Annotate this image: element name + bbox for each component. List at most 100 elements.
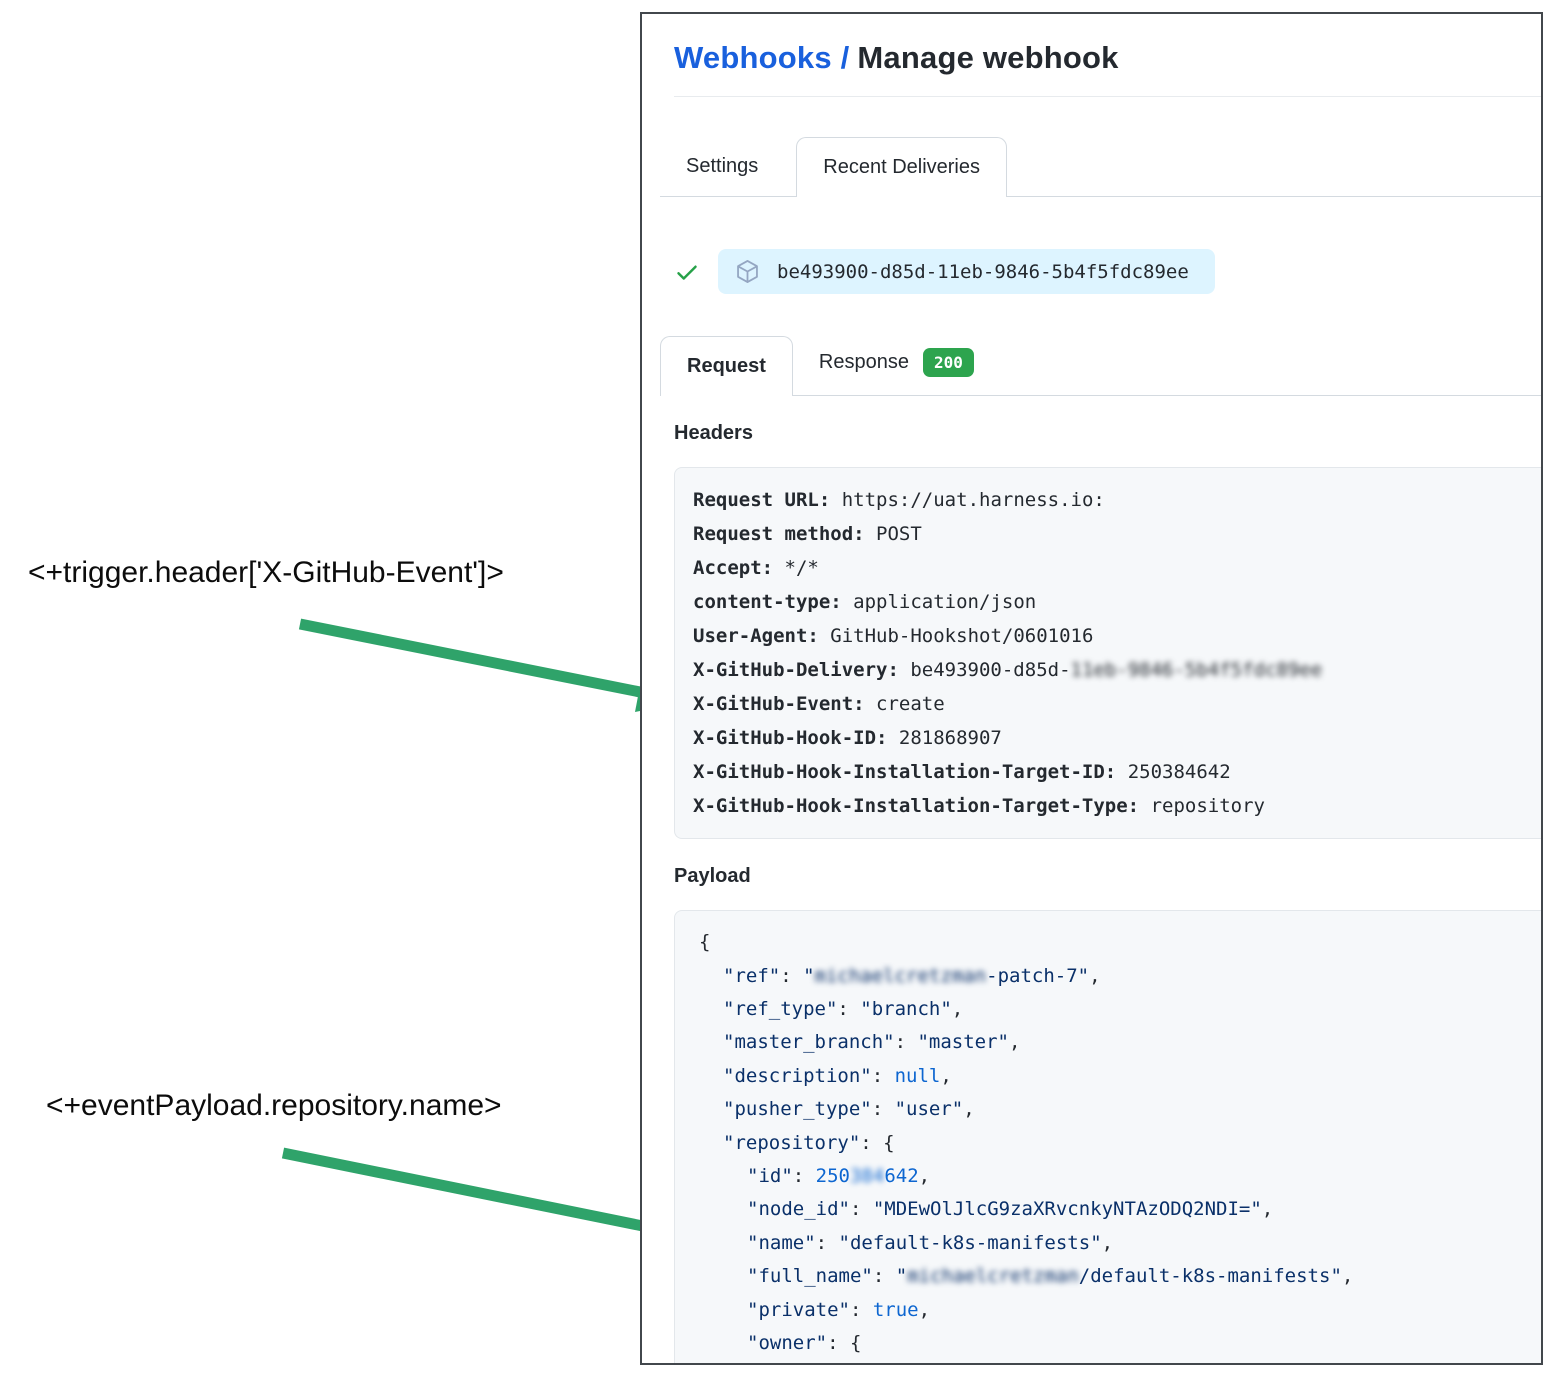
payload-line: "ref_type": "branch",: [699, 993, 1541, 1026]
tab-response-label: Response: [818, 351, 909, 374]
header-line: content-type: application/json: [693, 585, 1541, 619]
payload-token: "id": [747, 1165, 793, 1188]
header-line: Request URL: https://uat.harness.io:: [693, 483, 1541, 517]
request-response-tabnav: Request Response 200: [660, 330, 1541, 397]
payload-token: ,: [918, 1165, 931, 1188]
header-line: Request method: POST: [693, 517, 1541, 551]
payload-token: "default-k8s-manifests": [838, 1231, 1102, 1254]
payload-token: :: [871, 1098, 895, 1121]
payload-token: :: [815, 1231, 839, 1254]
payload-token: "full_name": [747, 1265, 873, 1288]
payload-code-block: {"ref": "michaelcretzman-patch-7","ref_t…: [674, 910, 1541, 1363]
payload-token: ,: [918, 1298, 931, 1321]
payload-token: ,: [951, 998, 964, 1020]
payload-token: :: [871, 1064, 895, 1087]
header-key: X-GitHub-Event:: [693, 693, 865, 716]
payload-token: -patch-7": [986, 964, 1090, 987]
header-key: X-GitHub-Hook-Installation-Target-ID:: [693, 761, 1117, 784]
payload-token: ,: [1009, 1031, 1021, 1054]
payload-line: {: [699, 926, 1541, 959]
payload-token: :: [792, 1165, 816, 1188]
annotation-trigger-expression: <+trigger.header['X-GitHub-Event']>: [28, 556, 504, 589]
delivery-guid-pill[interactable]: be493900-d85d-11eb-9846-5b4f5fdc89ee: [718, 249, 1215, 294]
payload-token: {: [849, 1332, 862, 1355]
payload-token-redacted: michaelcretzman: [907, 1265, 1079, 1288]
header-line: X-GitHub-Delivery: be493900-d85d-11eb-98…: [693, 653, 1541, 687]
header-value: 250384642: [1127, 761, 1231, 784]
header-key: Request method:: [693, 523, 865, 546]
tab-request[interactable]: Request: [660, 336, 793, 397]
payload-heading: Payload: [674, 865, 751, 888]
main-tabnav: Settings Recent Deliveries: [660, 137, 1541, 197]
payload-token: "master_branch": [723, 1031, 895, 1054]
header-line: X-GitHub-Event: create: [693, 687, 1541, 721]
headers-heading: Headers: [674, 422, 753, 445]
payload-token: "user": [894, 1098, 964, 1121]
tab-recent-deliveries[interactable]: Recent Deliveries: [796, 137, 1007, 197]
payload-token: :: [849, 1298, 873, 1321]
payload-token: "owner": [747, 1332, 828, 1355]
tab-settings[interactable]: Settings: [686, 155, 759, 177]
header-key: X-GitHub-Hook-Installation-Target-Type:: [693, 795, 1140, 818]
delivery-guid: be493900-d85d-11eb-9846-5b4f5fdc89ee: [777, 260, 1189, 283]
headers-code-block: Request URL: https://uat.harness.io:Requ…: [674, 467, 1541, 840]
payload-token: "node_id": [747, 1198, 850, 1221]
header-value: GitHub-Hookshot/0601016: [830, 625, 1094, 648]
header-key: X-GitHub-Delivery:: [693, 659, 899, 682]
header-value-redacted: 11eb-9846-5b4f5fdc89ee: [1070, 659, 1323, 682]
header-value: */*: [784, 557, 819, 580]
header-key: content-type:: [693, 591, 842, 614]
payload-token: :: [872, 1265, 896, 1288]
payload-token: ,: [1341, 1265, 1354, 1288]
payload-token: "branch": [860, 998, 952, 1020]
payload-token: ,: [1101, 1231, 1114, 1254]
payload-token: 250: [815, 1165, 850, 1188]
payload-token: "ref": [723, 964, 781, 987]
payload-token: :: [837, 998, 861, 1020]
page-title-text: Manage webhook: [857, 40, 1119, 75]
payload-line: "ref": "michaelcretzman-patch-7",: [699, 960, 1541, 993]
arrow-to-github-event-line: [298, 618, 690, 712]
payload-token: :: [780, 964, 804, 987]
payload-token: {: [883, 1131, 895, 1154]
payload-line: "id": 250384642,: [699, 1160, 1541, 1193]
webhook-panel: Webhooks /Manage webhook Settings Recent…: [640, 12, 1543, 1365]
payload-line: "owner": {: [699, 1327, 1541, 1360]
header-value: repository: [1150, 795, 1265, 818]
payload-line: "pusher_type": "user",: [699, 1093, 1541, 1126]
payload-token: :: [860, 1131, 884, 1154]
payload-token: "private": [747, 1298, 850, 1321]
payload-line: "node_id": "MDEwOlJlcG9zaXRvcnkyNTAzODQ2…: [699, 1193, 1541, 1226]
page-title: Webhooks /Manage webhook: [674, 40, 1509, 76]
payload-token: :: [849, 1198, 873, 1221]
payload-token: ": [803, 964, 815, 987]
payload-token: "ref_type": [723, 998, 838, 1020]
payload-line: "full_name": "michaelcretzman/default-k8…: [699, 1260, 1541, 1293]
check-icon: [674, 259, 700, 285]
payload-line: "repository": {: [699, 1127, 1541, 1160]
webhooks-breadcrumb-link[interactable]: Webhooks /: [674, 40, 850, 75]
header-value: 281868907: [898, 727, 1002, 750]
delivery-row: be493900-d85d-11eb-9846-5b4f5fdc89ee: [674, 249, 1509, 294]
payload-token: true: [872, 1298, 919, 1321]
header-line: X-GitHub-Hook-Installation-Target-Type: …: [693, 789, 1541, 823]
payload-token: {: [699, 931, 711, 954]
header-value: https://uat.harness.io:: [841, 489, 1105, 512]
header-value: application/json: [853, 591, 1037, 614]
header-value: POST: [876, 523, 922, 546]
header-key: Request URL:: [693, 489, 831, 512]
header-line: Accept: */*: [693, 551, 1541, 585]
payload-token: 642: [884, 1165, 919, 1188]
payload-line: "private": true,: [699, 1294, 1541, 1327]
payload-token: :: [894, 1031, 918, 1054]
header-line: X-GitHub-Hook-ID: 281868907: [693, 721, 1541, 755]
header-key: Accept:: [693, 557, 774, 580]
payload-token: "description": [723, 1064, 872, 1087]
payload-token: :: [827, 1332, 850, 1355]
payload-token: ,: [963, 1098, 975, 1121]
payload-token: /default-k8s-manifests": [1078, 1265, 1342, 1288]
payload-token-redacted: michaelcretzman: [814, 964, 987, 987]
payload-token: "name": [747, 1231, 816, 1254]
tab-response[interactable]: Response 200: [793, 330, 1000, 395]
header-key: X-GitHub-Hook-ID:: [693, 727, 888, 750]
